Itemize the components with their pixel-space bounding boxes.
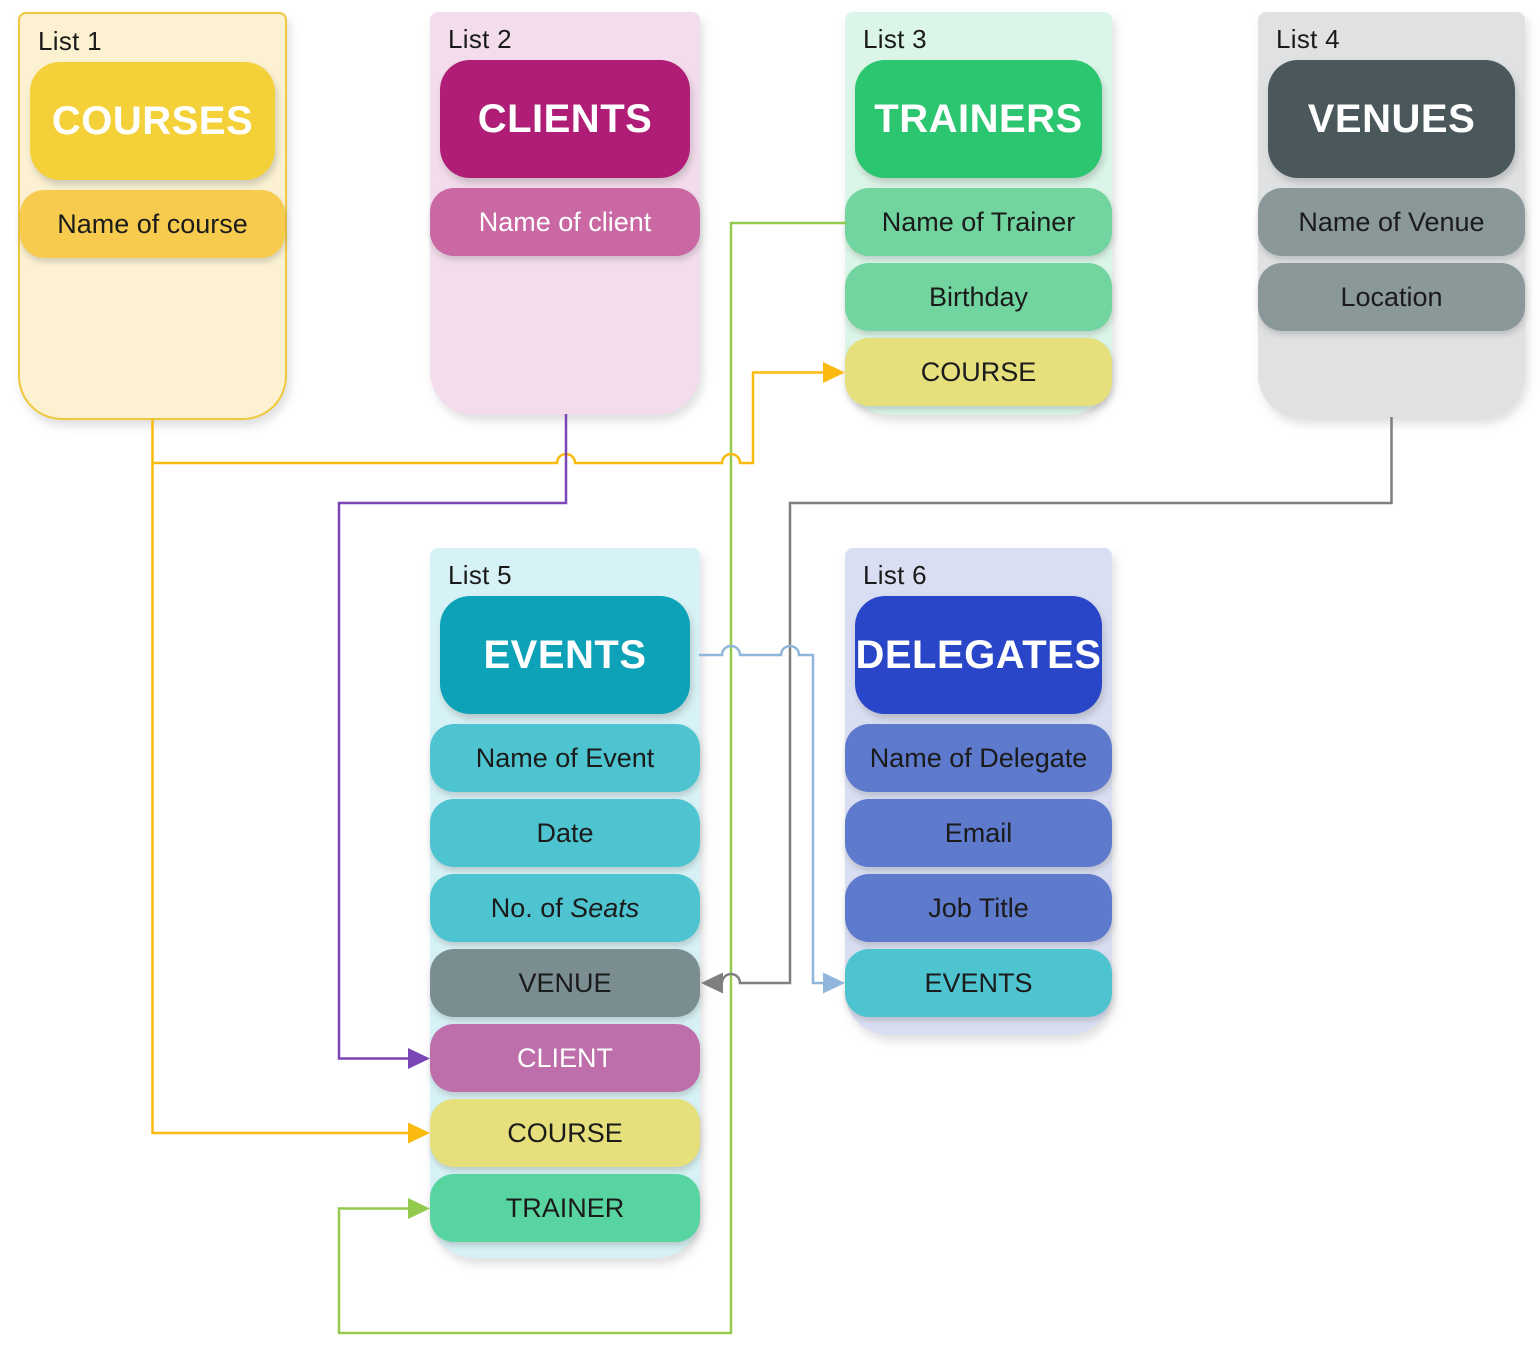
field-email: Email [845, 799, 1112, 867]
list-title-trainers: TRAINERS [855, 60, 1102, 178]
list-card-trainers: List 3 TRAINERS Name of Trainer Birthday… [845, 12, 1112, 415]
list-title-clients: CLIENTS [440, 60, 690, 178]
list-title-courses: COURSES [30, 62, 275, 180]
field-birthday: Birthday [845, 263, 1112, 331]
arrowhead-events-to-delegates-events [823, 972, 845, 994]
no-of-seats-text: No. of [490, 892, 571, 923]
arrowhead-courses-to-trainers-course [823, 362, 845, 383]
list-card-courses: List 1 COURSES Name of course [18, 12, 287, 420]
field-name-of-venue: Name of Venue [1258, 188, 1525, 256]
arrowhead-clients-to-events-client [408, 1048, 430, 1069]
list-title-venues: VENUES [1268, 60, 1515, 178]
list-label-6: List 6 [863, 560, 927, 590]
field-name-of-delegate: Name of Delegate [845, 724, 1112, 792]
field-events-trainer-ref: TRAINER [430, 1174, 700, 1242]
connector-courses-to-events-course [151, 463, 409, 1135]
arrowhead-venues-to-events-venue [701, 972, 723, 994]
list-label-4: List 4 [1276, 24, 1340, 54]
list-label-5: List 5 [448, 560, 512, 590]
field-location: Location [1258, 263, 1525, 331]
field-job-title: Job Title [845, 874, 1112, 942]
arrowhead-trainers-to-events-trainer [408, 1198, 430, 1219]
field-trainers-course-ref: COURSE [845, 338, 1112, 406]
field-events-course-ref: COURSE [430, 1099, 700, 1167]
list-title-events: EVENTS [440, 596, 690, 714]
list-card-events: List 5 EVENTS Name of Event Date No. of … [430, 548, 700, 1258]
list-card-venues: List 4 VENUES Name of Venue Location [1258, 12, 1525, 418]
list-card-clients: List 2 CLIENTS Name of client [430, 12, 700, 415]
arrowhead-courses-to-events-course [408, 1122, 430, 1144]
field-events-venue-ref: VENUE [430, 949, 700, 1017]
field-name-of-trainer: Name of Trainer [845, 188, 1112, 256]
field-name-of-event: Name of Event [430, 724, 700, 792]
list-label-2: List 2 [448, 24, 512, 54]
field-delegates-events-ref: EVENTS [845, 949, 1112, 1017]
list-title-delegates: DELEGATES [855, 596, 1102, 714]
no-of-seats-italic-text: Seats [570, 892, 640, 923]
list-card-delegates: List 6 DELEGATES Name of Delegate Email … [845, 548, 1112, 1035]
field-events-client-ref: CLIENT [430, 1024, 700, 1092]
field-date: Date [430, 799, 700, 867]
connector-events-to-delegates-events [699, 644, 824, 985]
field-no-of-seats: No. of Seats [430, 874, 700, 942]
list-label-1: List 1 [38, 26, 102, 56]
list-label-3: List 3 [863, 24, 927, 54]
field-name-of-client: Name of client [430, 188, 700, 256]
field-name-of-course: Name of course [20, 190, 285, 258]
